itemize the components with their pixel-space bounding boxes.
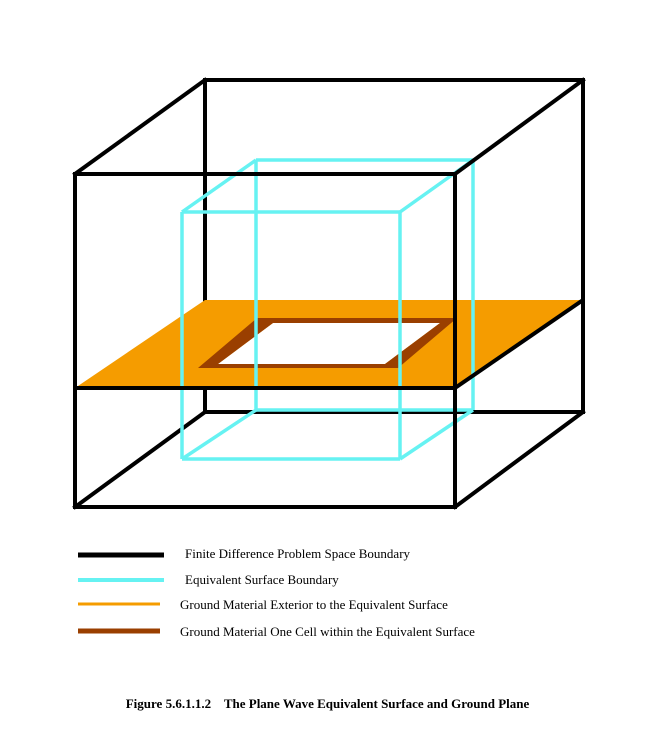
legend-label-equivalent-surface: Equivalent Surface Boundary (185, 572, 339, 587)
legend-swatches (78, 552, 164, 634)
legend-label-ground-one-cell: Ground Material One Cell within the Equi… (180, 624, 475, 639)
legend-label-problem-space: Finite Difference Problem Space Boundary (185, 546, 411, 561)
ground-plane-one-cell (198, 318, 457, 368)
outer-box-front-edges (72, 77, 586, 510)
outer-box-back-edges (72, 78, 585, 510)
figure-caption: Figure 5.6.1.1.2 The Plane Wave Equivale… (125, 696, 530, 711)
ground-plane-exterior (75, 300, 583, 388)
ground-plane-edges (75, 298, 585, 390)
legend-label-ground-exterior: Ground Material Exterior to the Equivale… (180, 597, 448, 612)
